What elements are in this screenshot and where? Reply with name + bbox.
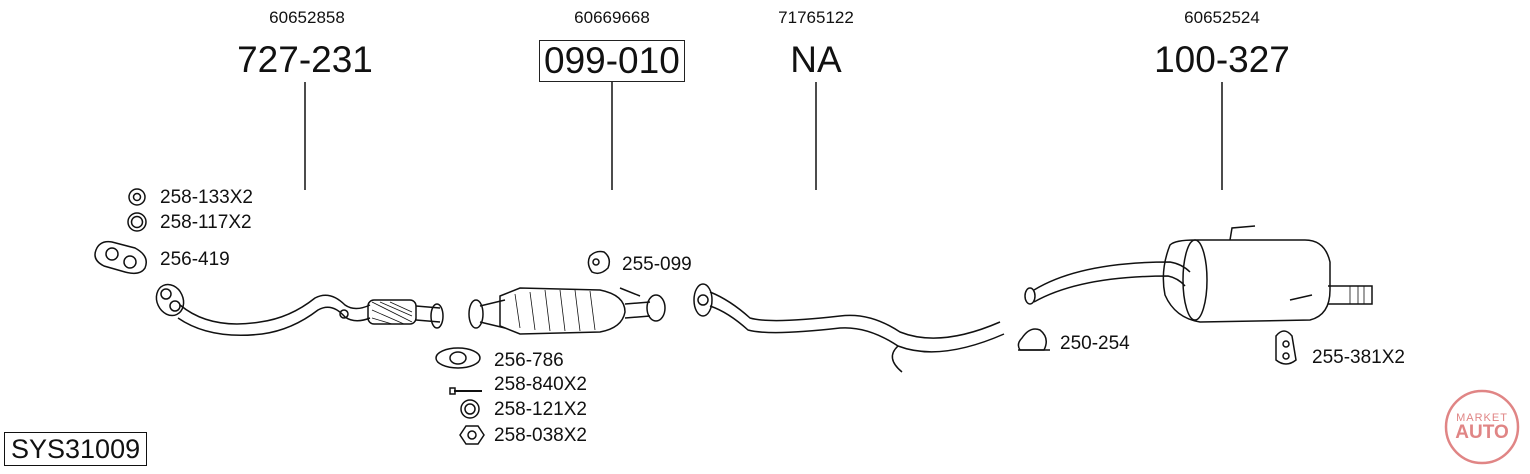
system-id: SYS31009 — [4, 432, 148, 466]
oem-number: 71765122 — [778, 8, 854, 27]
accessory-label[interactable]: 258-038X2 — [494, 425, 587, 446]
oem-number: 60652524 — [1184, 8, 1260, 27]
accessory-label[interactable]: 258-117X2 — [160, 212, 252, 233]
watermark-logo: MARKET AUTO — [1444, 392, 1520, 468]
accessory-label[interactable]: 258-121X2 — [494, 399, 587, 420]
ring-icon — [128, 188, 146, 206]
bolt-icon — [449, 387, 482, 395]
accessory-label[interactable]: 255-381X2 — [1312, 347, 1405, 368]
accessory-label[interactable]: 255-099 — [622, 254, 692, 275]
hanger-mount-icon — [1275, 330, 1297, 365]
watermark-main: AUTO — [1455, 422, 1509, 443]
watermark-top: MARKET — [1456, 412, 1508, 424]
gasket-ring-icon — [127, 212, 147, 232]
front-pipe-part — [155, 283, 444, 337]
part-number[interactable]: 100-327 — [1154, 39, 1290, 80]
accessory-label[interactable]: 258-133X2 — [160, 187, 253, 208]
clamp-icon — [1017, 328, 1050, 351]
part-number[interactable]: NA — [790, 39, 842, 80]
catalytic-converter-part — [468, 287, 666, 335]
flange-gasket-icon — [94, 240, 147, 275]
watermark-circle — [1444, 389, 1520, 465]
part-number-selected[interactable]: 099-010 — [539, 40, 685, 82]
part-number[interactable]: 727-231 — [237, 39, 373, 80]
accessory-label[interactable]: 258-840X2 — [494, 374, 587, 395]
nut-icon — [459, 425, 485, 445]
washer-icon — [460, 399, 480, 419]
accessory-label[interactable]: 250-254 — [1060, 333, 1130, 354]
middle-pipe-part — [693, 283, 1005, 373]
accessory-label[interactable]: 256-786 — [494, 350, 564, 371]
rubber-mount-icon — [587, 250, 611, 275]
oem-number: 60669668 — [574, 8, 650, 27]
rear-silencer-part — [1024, 225, 1373, 323]
oval-gasket-icon — [435, 347, 481, 369]
oem-number: 60652858 — [269, 8, 345, 27]
accessory-label[interactable]: 256-419 — [160, 249, 230, 270]
